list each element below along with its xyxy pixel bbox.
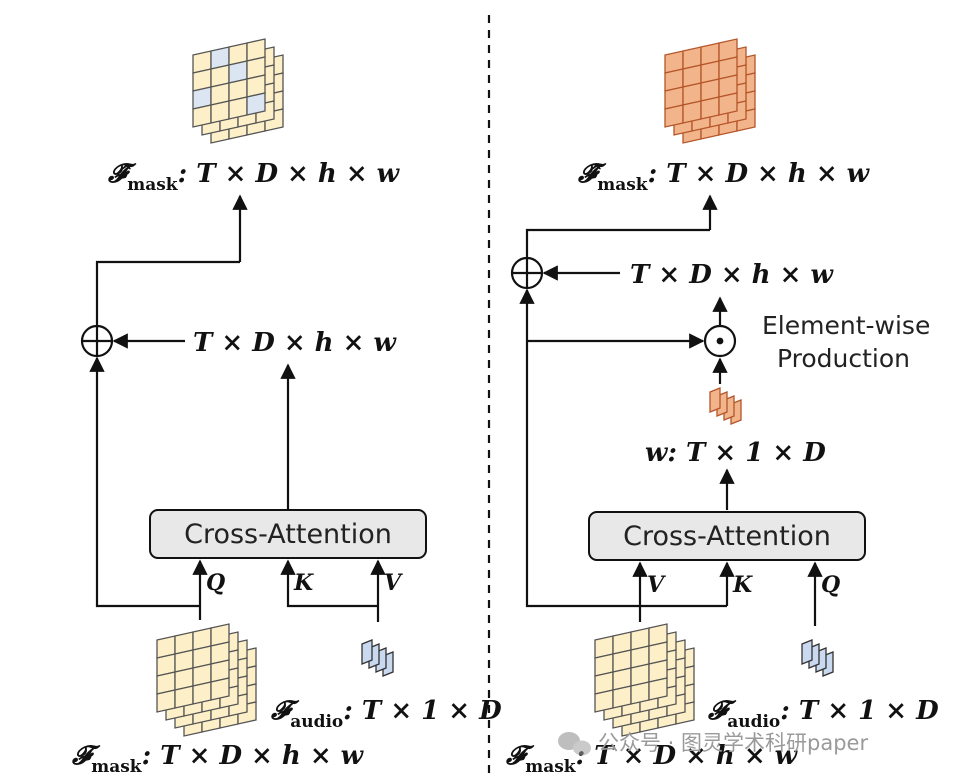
watermark: 公众号 · 图灵学术科研paper <box>558 731 868 756</box>
right-output-label: 𝓕̂mask: T × D × h × w <box>577 159 871 195</box>
right-mask-feature-map-icon <box>594 623 695 737</box>
left-k-line <box>280 559 378 608</box>
right-weight-label: w: T × 1 × D <box>645 438 826 468</box>
left-skip-line <box>89 356 200 608</box>
left-mask-label: 𝓕mask: T × D × h × w <box>71 741 365 777</box>
left-cross-attention-label: Cross-Attention <box>184 519 392 550</box>
right-product-label: T × D × h × w <box>630 260 834 290</box>
right-weight-icon <box>709 387 742 425</box>
wechat-icon <box>558 732 591 756</box>
left-add-icon <box>80 324 114 358</box>
right-q-label: Q <box>821 572 840 598</box>
left-audio-feature-icon <box>361 639 394 677</box>
right-mask-label: 𝓕mask: T × D × h × w <box>505 741 799 777</box>
right-elementwise-line1: Element-wise <box>762 311 930 340</box>
left-mask-feature-map-icon <box>156 623 257 737</box>
left-output-feature-map-icon <box>192 38 284 144</box>
left-v-label: V <box>384 570 403 596</box>
left-k-label: K <box>293 570 314 596</box>
right-output-feature-map-icon <box>664 38 756 144</box>
right-cross-attention-block <box>588 511 866 561</box>
left-audio-label: 𝓕audio: T × 1 × D <box>270 696 502 732</box>
left-q-label: Q <box>206 570 225 596</box>
left-output-label: 𝓕̂mask: T × D × h × w <box>107 159 401 195</box>
left-skip-top-line <box>95 260 240 326</box>
right-k-label: K <box>732 572 753 598</box>
right-v-label: V <box>647 572 666 598</box>
left-cross-attention-block <box>149 509 427 559</box>
watermark-text: 公众号 · 图灵学术科研paper <box>598 731 868 755</box>
left-panel: 𝓕̂mask: T × D × h × w T × D × h × w Cros… <box>71 38 502 777</box>
right-multiply-icon <box>703 324 737 358</box>
right-elementwise-line2: Production <box>777 344 910 373</box>
right-panel: 𝓕̂mask: T × D × h × w T × D × h × w Elem… <box>505 38 939 777</box>
right-audio-label: 𝓕audio: T × 1 × D <box>707 696 939 732</box>
right-cross-attention-label: Cross-Attention <box>623 521 831 552</box>
left-residual-label: T × D × h × w <box>193 328 397 358</box>
right-audio-feature-icon <box>801 639 834 677</box>
right-skip-line <box>519 288 727 608</box>
right-add-icon <box>510 256 544 290</box>
right-output-line <box>525 228 710 258</box>
